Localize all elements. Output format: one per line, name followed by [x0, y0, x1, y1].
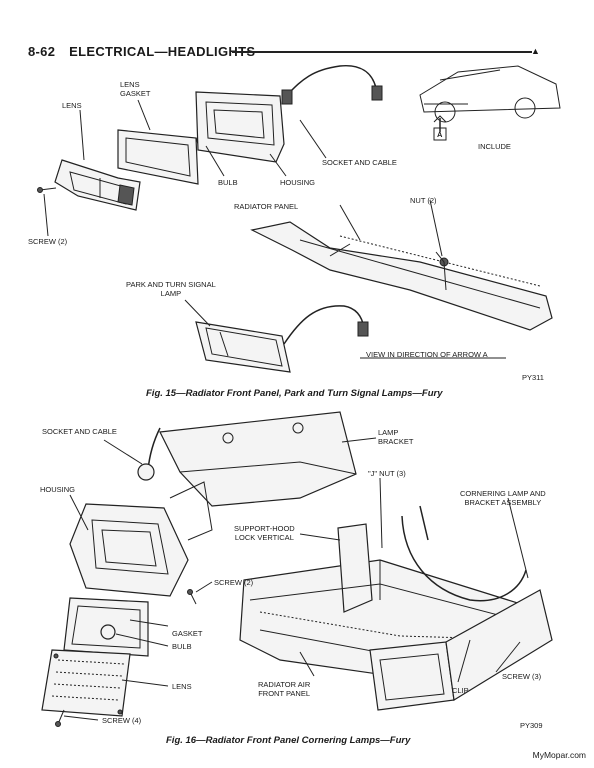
fig15-label-lens: LENS — [62, 101, 82, 110]
fig15-car-drawing — [419, 65, 561, 123]
page-header: 8-62 ELECTRICAL—HEADLIGHTS — [28, 44, 255, 59]
header-rule — [232, 51, 532, 53]
fig16-label-gasket: GASKET — [172, 629, 203, 638]
header-arrow-icon: ▲ — [531, 46, 540, 56]
fig15-label-include: INCLUDE — [478, 142, 511, 151]
fig16-lamp-bracket-drawing — [159, 411, 357, 507]
fig15-lens-drawing — [54, 159, 141, 211]
watermark: MyMopar.com — [532, 750, 586, 760]
fig15-label-lens-gasket: LENS GASKET — [120, 80, 151, 98]
fig15-label-arrow-a: A — [437, 130, 443, 139]
fig16-label-socket-cable: SOCKET AND CABLE — [42, 427, 117, 436]
fig16-label-screw-3: SCREW (3) — [502, 672, 542, 681]
fig16-label-radiator-air-panel: RADIATOR AIR FRONT PANEL — [258, 680, 311, 698]
fig16-label-cornering-lamp: CORNERING LAMP AND BRACKET ASSEMBLY — [460, 489, 546, 507]
fig15-label-housing: HOUSING — [280, 178, 316, 187]
fig16-caption: Fig. 16—Radiator Front Panel Cornering L… — [166, 735, 411, 746]
fig15-housing-drawing — [195, 91, 285, 163]
fig16-cornering-lamp-drawing — [369, 589, 553, 711]
page-number: 8-62 — [28, 44, 56, 59]
fig15-label-park-turn-lamp: PARK AND TURN SIGNAL LAMP — [126, 280, 216, 298]
fig16-label-screw-4: SCREW (4) — [102, 716, 142, 725]
fig15-label-screw: SCREW (2) — [28, 237, 68, 246]
fig16-label-clip: CLIP — [452, 686, 469, 695]
fig16-label-lamp-bracket: LAMP BRACKET — [378, 428, 414, 446]
page-title: ELECTRICAL—HEADLIGHTS — [69, 44, 256, 59]
fig16-lens-drawing — [41, 649, 131, 717]
fig16-housing-drawing — [69, 503, 189, 597]
fig16-label-j-nut: "J" NUT (3) — [368, 469, 406, 478]
fig16-label-bulb: BULB — [172, 642, 192, 651]
fig15-label-view-direction: VIEW IN DIRECTION OF ARROW A — [366, 350, 488, 359]
fig15-label-radiator-panel: RADIATOR PANEL — [234, 202, 299, 211]
fig15-label-nut: NUT (2) — [410, 196, 437, 205]
fig16-label-screw-2: SCREW (2) — [214, 578, 254, 587]
fig16-bulb-drawing — [100, 624, 116, 640]
fig16-label-lens: LENS — [172, 682, 192, 691]
fig15-code: PY311 — [522, 373, 544, 382]
fig15-radiator-panel-drawing — [250, 221, 553, 331]
fig16-code: PY309 — [520, 721, 543, 730]
fig16-label-housing: HOUSING — [40, 485, 76, 494]
fig15-park-lamp-drawing — [195, 305, 369, 373]
fig15-label-bulb: BULB — [218, 178, 238, 187]
fig15-label-socket-cable: SOCKET AND CABLE — [322, 158, 397, 167]
fig16-label-support-hood: SUPPORT-HOOD LOCK VERTICAL — [234, 524, 295, 542]
fig15-caption: Fig. 15—Radiator Front Panel, Park and T… — [146, 388, 443, 399]
